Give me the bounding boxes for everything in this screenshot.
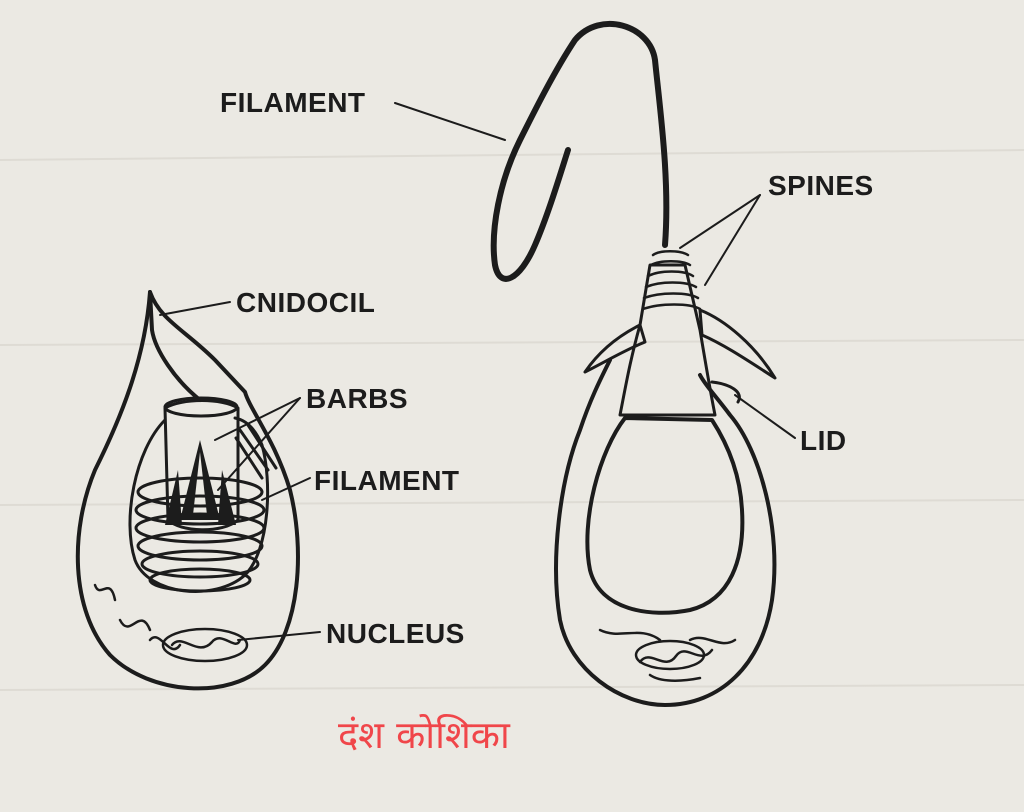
undischarged-cnidocyte [75, 290, 300, 691]
right-shaft [618, 263, 717, 417]
label-lid: LID [800, 425, 847, 456]
leader-filament-left [261, 477, 311, 501]
leader-cnidocil [159, 301, 231, 316]
shaft-spines [641, 250, 702, 311]
right-spine [698, 308, 777, 380]
lid-flap [710, 380, 741, 404]
leader-filament-top [394, 102, 506, 141]
discharged-nematocyst [490, 21, 777, 707]
leader-nucleus [237, 631, 321, 641]
leader-lid [734, 394, 796, 439]
label-spines: SPINES [768, 170, 874, 201]
label-barbs: BARBS [306, 383, 408, 414]
cnidocil-hair [148, 290, 202, 402]
label-filament-top: FILAMENT [220, 87, 366, 118]
leader-barbs-1 [214, 397, 301, 441]
labels: FILAMENT SPINES CNIDOCIL BARBS FILAMENT … [220, 87, 874, 757]
coiled-filament [134, 476, 266, 593]
discharged-filament [490, 21, 670, 282]
left-spine [583, 323, 647, 374]
caption: दंश कोशिका [338, 713, 511, 757]
label-nucleus: NUCLEUS [326, 618, 465, 649]
label-cnidocil: CNIDOCIL [236, 287, 375, 318]
left-nucleus [93, 583, 249, 663]
leader-spines-1 [679, 194, 761, 249]
right-cell-outline [554, 358, 777, 707]
right-inner-capsule [585, 416, 745, 615]
right-nucleus [598, 628, 737, 682]
label-filament-left: FILAMENT [314, 465, 460, 496]
leader-spines-2 [704, 194, 761, 286]
leader-barbs-2 [217, 397, 301, 491]
left-cell-outline [75, 290, 300, 691]
leader-lines [159, 102, 796, 641]
paper-texture [0, 149, 1024, 691]
